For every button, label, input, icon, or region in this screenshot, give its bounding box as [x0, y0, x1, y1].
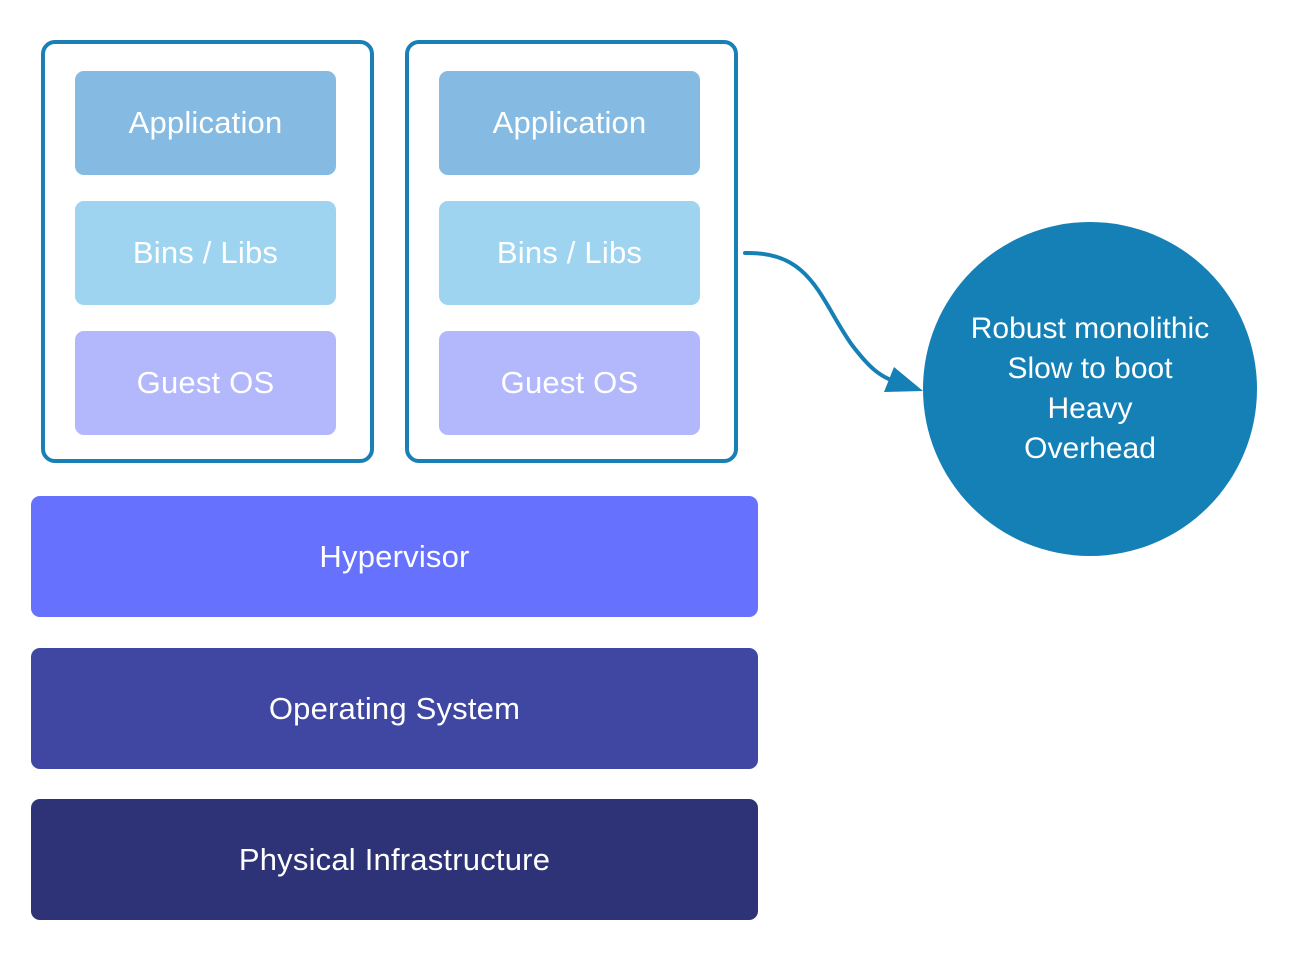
- vm-2-guest-os-layer: Guest OS: [439, 331, 700, 435]
- virtual-machine-2: Application Bins / Libs Guest OS: [405, 40, 738, 463]
- callout-line-robust-monolithic: Robust monolithic: [970, 312, 1210, 345]
- physical-infrastructure-layer: Physical Infrastructure: [31, 799, 758, 920]
- vm-1-bins-libs-layer: Bins / Libs: [75, 201, 336, 305]
- connector-arrow-head: [884, 367, 923, 392]
- virtual-machine-1: Application Bins / Libs Guest OS: [41, 40, 374, 463]
- vm-2-application-layer: Application: [439, 71, 700, 175]
- vm-characteristics-callout: Robust monolithic Slow to boot Heavy Ove…: [923, 222, 1257, 556]
- vm-1-application-layer: Application: [75, 71, 336, 175]
- callout-line-slow-to-boot: Slow to boot: [1007, 352, 1173, 385]
- callout-line-overhead: Overhead: [1024, 432, 1156, 465]
- vm-2-bins-libs-layer: Bins / Libs: [439, 201, 700, 305]
- connector-arrow-line: [743, 250, 902, 385]
- callout-line-heavy: Heavy: [1047, 392, 1133, 425]
- vm-1-guest-os-layer: Guest OS: [75, 331, 336, 435]
- operating-system-layer: Operating System: [31, 648, 758, 769]
- hypervisor-layer: Hypervisor: [31, 496, 758, 617]
